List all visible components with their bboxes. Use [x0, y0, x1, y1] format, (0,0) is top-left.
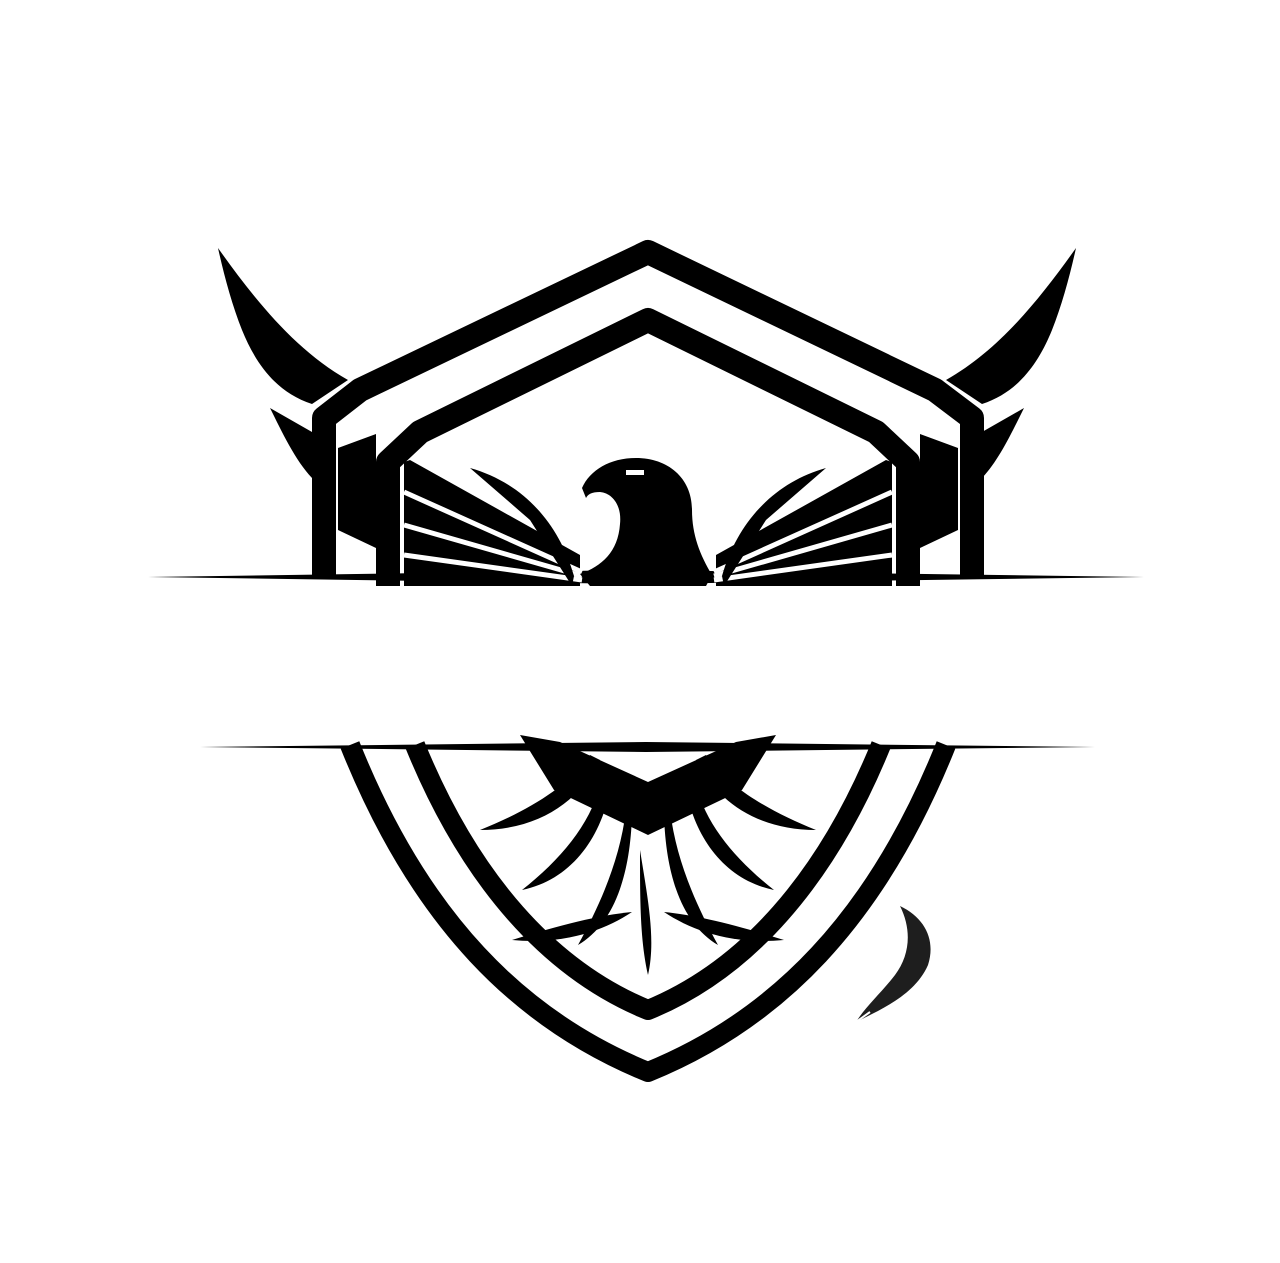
bottom-divider [200, 742, 1095, 752]
monogram-name-text [150, 596, 1130, 724]
inner-rim-top [376, 308, 920, 586]
eagle-tail-feathers [480, 735, 816, 975]
eagle-icon [470, 458, 826, 586]
feather-icon [855, 906, 931, 1023]
shield-icon [312, 240, 984, 586]
wing-rays [402, 489, 894, 583]
shield-bottom [340, 741, 956, 1082]
banner-blocks [338, 434, 958, 586]
inner-rim-bottom [405, 741, 891, 1020]
outer-rim-top [312, 240, 984, 576]
outer-rim-bottom [340, 741, 956, 1082]
horn-icon [218, 248, 1076, 478]
